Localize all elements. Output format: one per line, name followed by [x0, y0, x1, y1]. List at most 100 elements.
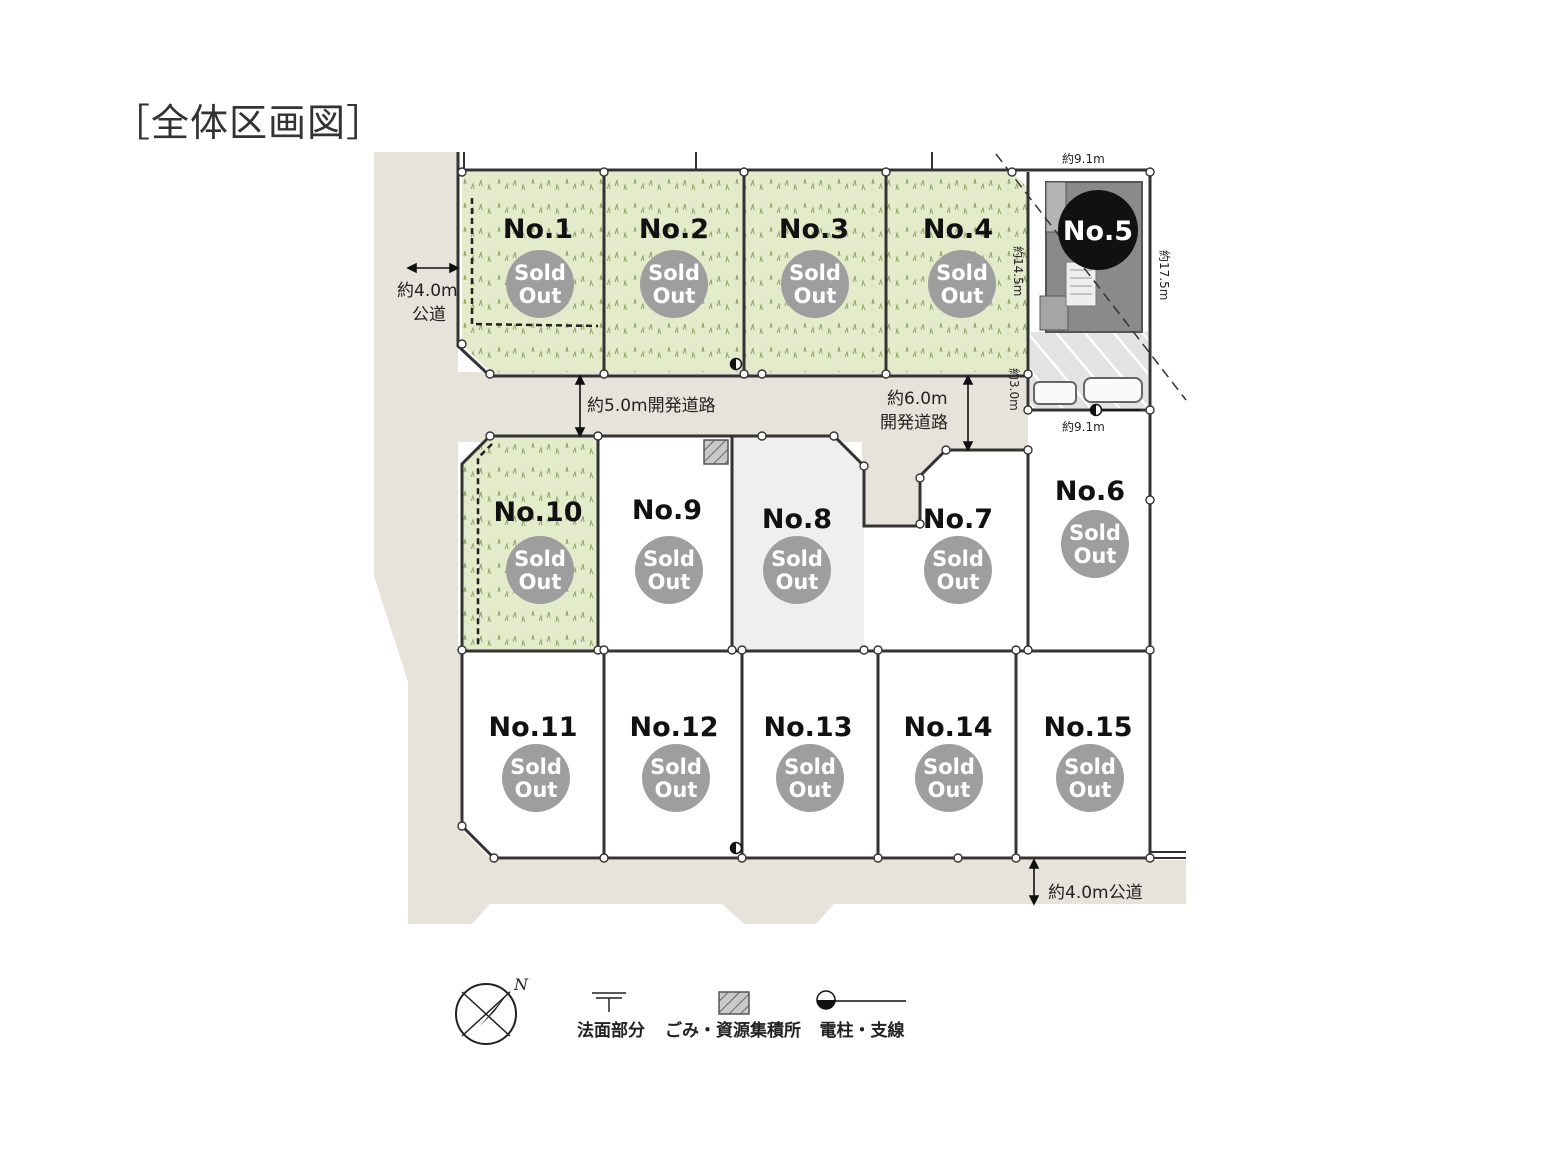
- sold-text: Sold: [1069, 521, 1121, 545]
- sold-out-badge: [502, 744, 570, 812]
- sold-out-badge: [1056, 744, 1124, 812]
- out-text: Out: [653, 284, 696, 308]
- lot-no1[interactable]: No.1 Sold Out: [503, 214, 574, 318]
- lot-no11[interactable]: No.11 Sold Out: [489, 712, 578, 812]
- garbage-legend-label: ごみ・資源集積所: [665, 1020, 801, 1041]
- lot-no7[interactable]: No.7 Sold Out: [923, 504, 993, 604]
- pole-legend-label: 電柱・支線: [820, 1020, 905, 1041]
- lot-no5[interactable]: No.5: [1058, 190, 1138, 270]
- lot-no4[interactable]: No.4 Sold Out: [923, 214, 996, 318]
- lot-no10[interactable]: No.10 Sold Out: [494, 497, 583, 604]
- passage-width: 約3.0m: [1007, 368, 1022, 411]
- sold-text: Sold: [650, 755, 702, 779]
- slope-legend-label: 法面部分: [577, 1020, 645, 1041]
- lot4-depth: 約14.5m: [1011, 246, 1026, 296]
- east-dev-road-width: 約6.0m: [887, 389, 948, 409]
- sold-out-badge: [924, 536, 992, 604]
- lot-label: No.11: [489, 712, 578, 743]
- lot-no13[interactable]: No.13 Sold Out: [764, 712, 853, 812]
- garbage-station: [703, 439, 729, 465]
- sold-out-badge: [640, 250, 708, 318]
- lot-no2[interactable]: No.2 Sold Out: [639, 214, 709, 318]
- lot-label: No.10: [494, 497, 583, 528]
- sold-out-badge: [506, 536, 574, 604]
- west-public-road: [374, 152, 1186, 924]
- lot-label: No.9: [632, 495, 702, 526]
- slope-lines: [470, 198, 599, 646]
- lot5-depth: 約17.5m: [1157, 250, 1172, 300]
- out-text: Out: [519, 284, 562, 308]
- sold-out-badge: [635, 536, 703, 604]
- lot-label: No.5: [1063, 216, 1133, 247]
- out-text: Out: [1069, 778, 1112, 802]
- sold-text: Sold: [510, 755, 562, 779]
- sold-text: Sold: [936, 261, 988, 285]
- sold-text: Sold: [923, 755, 975, 779]
- south-road-island-1: [472, 904, 744, 924]
- sold-out-badge: [915, 744, 983, 812]
- sold-out-badge: [763, 536, 831, 604]
- lot5-top-width: 約9.1m: [1062, 151, 1105, 166]
- lot-label: No.2: [639, 214, 709, 245]
- west-road-width: 約4.0m: [397, 281, 458, 301]
- sold-text: Sold: [514, 547, 566, 571]
- pole-icon: [1089, 403, 1140, 417]
- sold-text: Sold: [784, 755, 836, 779]
- out-text: Out: [515, 778, 558, 802]
- car-icon: [1033, 377, 1143, 405]
- sold-out-badge: [642, 744, 710, 812]
- out-text: Out: [648, 570, 691, 594]
- lot-no3[interactable]: No.3 Sold Out: [779, 214, 849, 318]
- garbage-legend-icon: [718, 991, 750, 1015]
- lot-no15[interactable]: No.15 Sold Out: [1044, 712, 1133, 812]
- compass-north-label: N: [513, 975, 529, 994]
- north-dev-road: [458, 372, 1028, 442]
- boundary-markers: [457, 167, 1155, 863]
- pole-icon: [729, 841, 743, 855]
- sold-out-badge: [928, 250, 996, 318]
- dimension-arrows: [406, 262, 1040, 906]
- sold-out-badge: [506, 250, 574, 318]
- pole-legend-icon: [816, 990, 906, 1010]
- sold-out-badge: [776, 744, 844, 812]
- sold-text: Sold: [648, 261, 700, 285]
- lot-label: No.1: [503, 214, 573, 245]
- lot-label: No.7: [923, 504, 993, 535]
- lot-label: No.15: [1044, 712, 1133, 743]
- lot-label: No.13: [764, 712, 853, 743]
- sold-text: Sold: [643, 547, 695, 571]
- page-title: ［全体区画図］: [112, 101, 386, 145]
- out-text: Out: [794, 284, 837, 308]
- slope-legend-icon: [592, 992, 626, 1012]
- out-text: Out: [941, 284, 984, 308]
- sold-text: Sold: [771, 547, 823, 571]
- east-dev-road-label: 開発道路: [880, 413, 948, 433]
- sold-out-badge: [781, 250, 849, 318]
- lot-no12[interactable]: No.12 Sold Out: [630, 712, 719, 812]
- sold-text: Sold: [932, 547, 984, 571]
- sold-text: Sold: [1064, 755, 1116, 779]
- compass-icon: N: [455, 975, 529, 1045]
- out-text: Out: [928, 778, 971, 802]
- sold-text: Sold: [514, 261, 566, 285]
- lot-label: No.3: [779, 214, 849, 245]
- lot-no9[interactable]: No.9 Sold Out: [632, 495, 703, 604]
- lot-no6[interactable]: No.6 Sold Out: [1055, 476, 1129, 578]
- north-dev-road-label: 約5.0m開発道路: [587, 396, 716, 416]
- lot-no14[interactable]: No.14 Sold Out: [904, 712, 993, 812]
- lot-label: No.14: [904, 712, 993, 743]
- lot5-bottom-width: 約9.1m: [1062, 419, 1105, 434]
- pole-icon: [729, 357, 743, 371]
- sold-out-badge: [1061, 510, 1129, 578]
- south-road-island-2: [816, 904, 1186, 924]
- lot-label: No.4: [923, 214, 993, 245]
- sold-text: Sold: [789, 261, 841, 285]
- south-road-label: 約4.0m公道: [1048, 883, 1143, 903]
- lot-no5-badge: [1058, 190, 1138, 270]
- out-text: Out: [1074, 544, 1117, 568]
- lot-label: No.12: [630, 712, 719, 743]
- out-text: Out: [789, 778, 832, 802]
- lot-label: No.6: [1055, 476, 1125, 507]
- lot-no8[interactable]: No.8 Sold Out: [762, 504, 832, 604]
